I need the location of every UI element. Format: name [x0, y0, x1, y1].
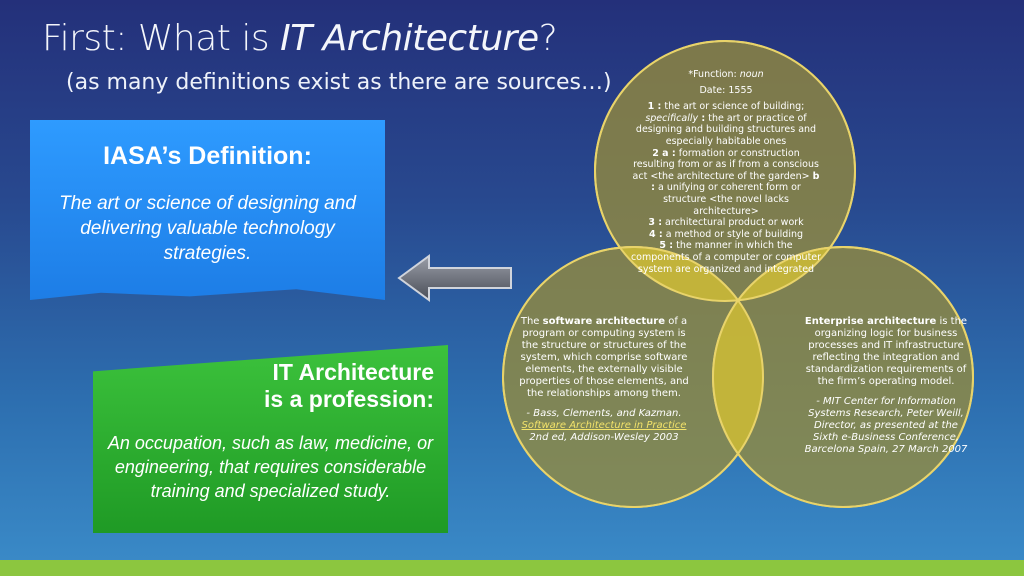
date-line: Date: 1555 — [699, 84, 753, 96]
slide-subtitle: (as many definitions exist as there are … — [66, 70, 612, 95]
definition-4: 4 : a method or style of building — [648, 228, 804, 240]
slide-title: First: What is IT Architecture? — [42, 18, 558, 59]
software-attribution: - Bass, Clements, and Kazman. Software A… — [521, 408, 687, 443]
left-arrow-icon — [397, 254, 512, 302]
definition-1: 1 : the art or science of building; spec… — [635, 101, 817, 147]
definition-2: 2 a : formation or construction resultin… — [632, 147, 820, 217]
bottom-accent-bar — [0, 560, 1024, 576]
iasa-body: The art or science of designing and deli… — [59, 193, 356, 264]
definition-3: 3 : architectural product or work — [648, 217, 804, 229]
dictionary-definition: *Function: noun Date: 1555 1 : the art o… — [630, 69, 822, 275]
enterprise-architecture-definition: Enterprise architecture is the organizin… — [800, 316, 972, 456]
software-architecture-definition: The software architecture of a program o… — [514, 316, 694, 444]
function-line: *Function: noun — [688, 69, 764, 80]
software-architecture-in-practice-link[interactable]: Software Architecture in Practice — [521, 420, 687, 431]
definition-5: 5 : the manner in which the components o… — [630, 240, 822, 275]
profession-body: An occupation, such as law, medicine, or… — [107, 433, 434, 501]
iasa-definition-box: IASA’s Definition: The art or science of… — [30, 120, 385, 300]
iasa-heading: IASA’s Definition: — [103, 142, 312, 170]
enterprise-attribution: - MIT Center for Information Systems Res… — [804, 396, 968, 455]
